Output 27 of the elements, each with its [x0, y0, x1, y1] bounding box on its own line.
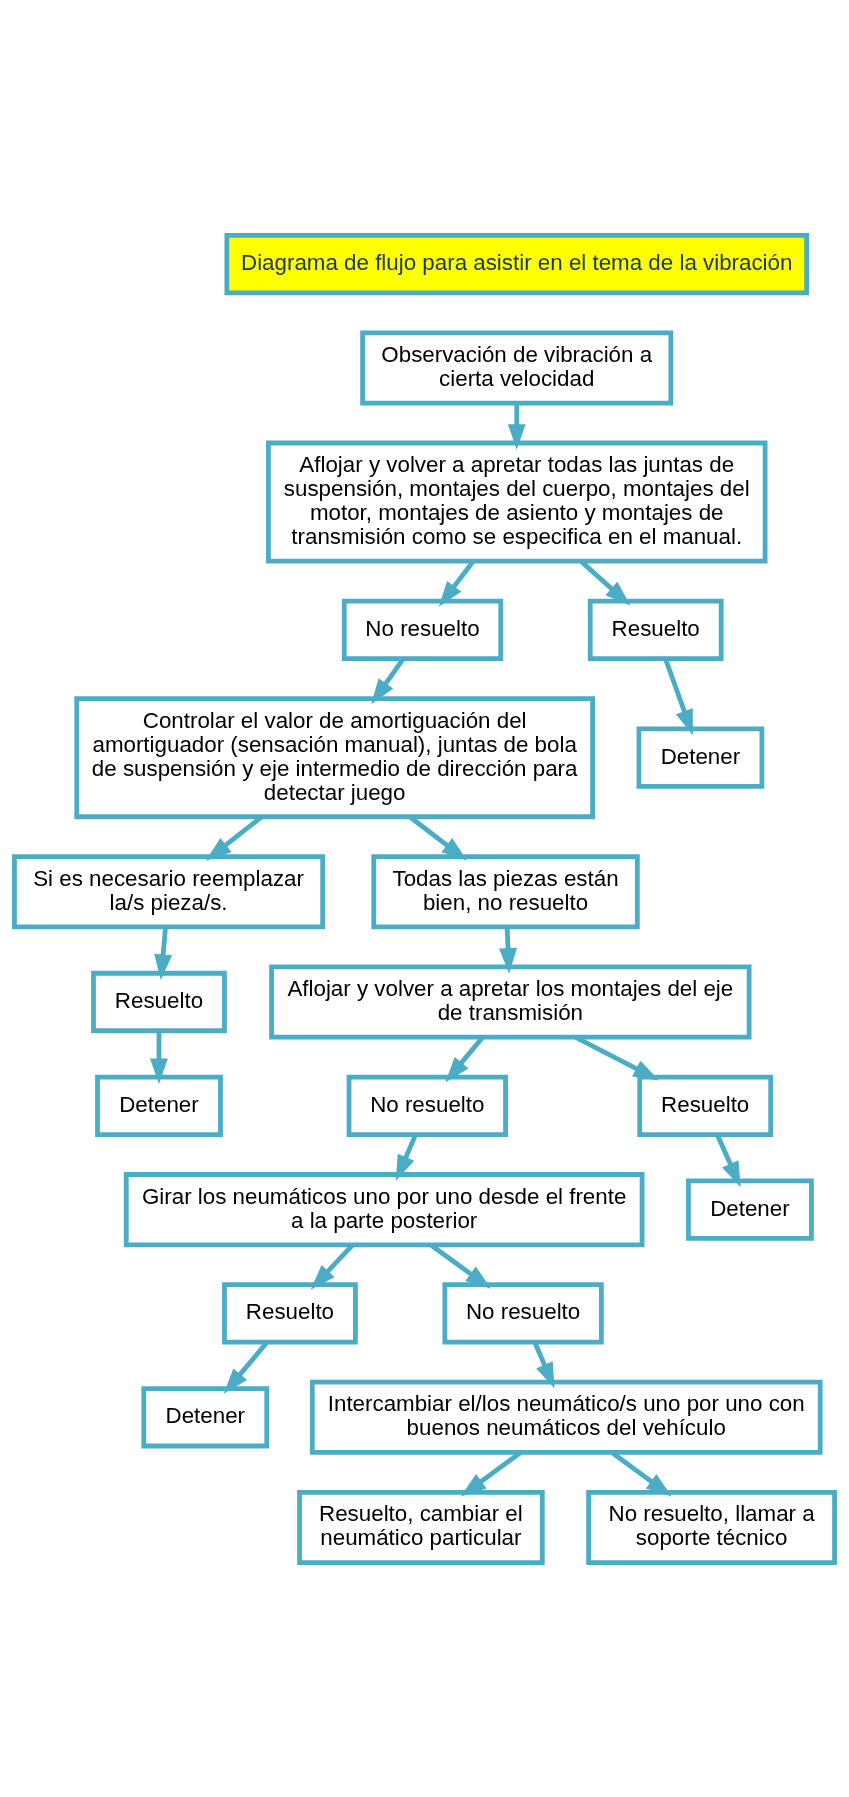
node-box: Aflojar y volver a apretar los montajes del eje de transmisión: [269, 964, 752, 1040]
node-box: Diagrama de flujo para asistir en el tema de la vibración: [224, 232, 809, 295]
node-box: Aflojar y volver a apretar todas las juntas de suspensión, montajes del cuerpo, montajes del motor, montajes de asiento y montajes de transmisión como se especifica en el manual.: [266, 440, 768, 564]
node-box: Detener: [141, 1385, 270, 1448]
arrow: [154, 926, 172, 980]
node-box: Girar los neumáticos uno por uno desde el frente a la parte posterior: [123, 1171, 645, 1247]
node-box: Resuelto: [587, 598, 724, 661]
node-box: Observación de vibración a cierta velocidad: [360, 329, 674, 405]
arrow: [150, 1030, 168, 1084]
node-box: Resuelto: [91, 970, 227, 1033]
arrow: [532, 1341, 555, 1388]
node-box: Detener: [686, 1178, 814, 1241]
node-box: Resuelto: [637, 1074, 774, 1137]
node-box: Resuelto: [222, 1281, 358, 1345]
arrow: [499, 926, 517, 974]
node-box: No resuelto: [442, 1281, 604, 1345]
node-box: Resuelto, cambiar el neumático particular: [297, 1489, 545, 1565]
node-box: No resuelto: [346, 1074, 508, 1137]
arrow: [507, 402, 526, 450]
node-box: Intercambiar el/los neumático/s uno por uno con buenos neumáticos del vehículo: [309, 1379, 823, 1455]
node-box: Detener: [95, 1074, 223, 1137]
node-box: No resuelto, llamar a soporte técnico: [586, 1489, 837, 1565]
node-box: Todas las piezas están bien, no resuelto: [371, 853, 640, 929]
node-box: Si es necesario reemplazar la/s pieza/s.: [12, 853, 326, 929]
node-box: No resuelto: [341, 598, 504, 661]
node-box: Controlar el valor de amortiguación del amortiguador (sensación manual), juntas de bola de suspensión y eje intermedio de dirección para detectar juego: [74, 695, 595, 819]
node-box: Detener: [636, 726, 765, 789]
